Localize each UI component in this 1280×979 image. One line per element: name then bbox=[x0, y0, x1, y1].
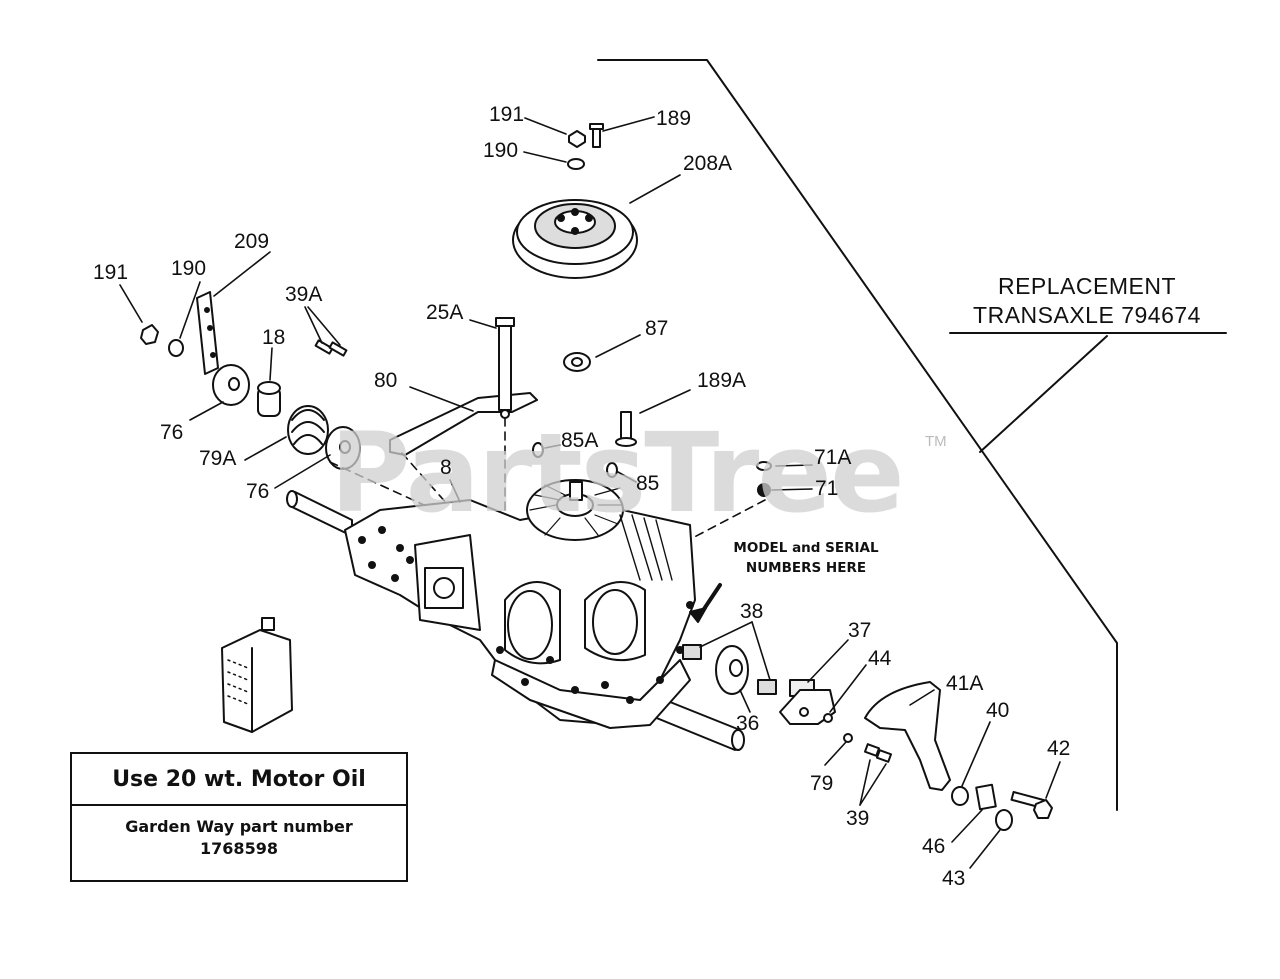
callout-38[interactable]: 38 bbox=[740, 600, 764, 623]
pulley-part bbox=[512, 199, 638, 279]
watermark-trademark: TM bbox=[925, 433, 947, 450]
callout-40[interactable]: 40 bbox=[986, 699, 1010, 722]
callout-85[interactable]: 85 bbox=[636, 472, 660, 495]
callout-87[interactable]: 87 bbox=[645, 317, 669, 340]
oil-note-box: Use 20 wt. Motor Oil Garden Way part num… bbox=[70, 752, 408, 882]
brake-parts bbox=[682, 644, 1053, 831]
callout-25a[interactable]: 25A bbox=[426, 301, 464, 324]
callout-18[interactable]: 18 bbox=[262, 326, 286, 349]
replacement-line2: TRANSAXLE 794674 bbox=[973, 302, 1201, 328]
oil-bottle-icon bbox=[221, 617, 293, 733]
callout-191-left[interactable]: 191 bbox=[93, 261, 129, 284]
left-linkage-parts bbox=[140, 291, 361, 470]
callout-46[interactable]: 46 bbox=[922, 835, 946, 858]
callout-79[interactable]: 79 bbox=[810, 772, 834, 795]
callout-209[interactable]: 209 bbox=[234, 230, 270, 253]
oil-note-subtitle: Garden Way part number bbox=[125, 817, 353, 836]
callout-208a[interactable]: 208A bbox=[683, 152, 733, 175]
replacement-leader bbox=[979, 335, 1108, 453]
callout-8[interactable]: 8 bbox=[440, 456, 452, 479]
model-note-line2: NUMBERS HERE bbox=[745, 560, 867, 576]
watermark-logo: PartsTree bbox=[330, 409, 905, 537]
callout-190[interactable]: 190 bbox=[483, 139, 519, 162]
callout-189[interactable]: 189 bbox=[656, 107, 692, 130]
callout-191[interactable]: 191 bbox=[489, 103, 525, 126]
replacement-line1: REPLACEMENT bbox=[997, 273, 1177, 299]
replacement-transaxle-label: REPLACEMENT TRANSAXLE 794674 bbox=[952, 272, 1222, 330]
top-hardware bbox=[567, 123, 604, 170]
callout-76-b[interactable]: 76 bbox=[246, 480, 270, 503]
replacement-boundary-line bbox=[597, 59, 1118, 811]
callout-76-a[interactable]: 76 bbox=[160, 421, 184, 444]
callout-37[interactable]: 37 bbox=[848, 619, 872, 642]
callout-36[interactable]: 36 bbox=[736, 712, 760, 735]
oil-note-title: Use 20 wt. Motor Oil bbox=[72, 754, 406, 806]
oil-part-number: 1768598 bbox=[200, 839, 278, 858]
leader-lines bbox=[119, 116, 1061, 869]
callout-190-left[interactable]: 190 bbox=[171, 257, 207, 280]
callout-85a[interactable]: 85A bbox=[561, 429, 599, 452]
callout-189a[interactable]: 189A bbox=[697, 369, 747, 392]
callout-41a[interactable]: 41A bbox=[946, 672, 984, 695]
callout-80[interactable]: 80 bbox=[374, 369, 398, 392]
callout-43[interactable]: 43 bbox=[942, 867, 966, 890]
callout-71[interactable]: 71 bbox=[815, 477, 839, 500]
callout-79a[interactable]: 79A bbox=[199, 447, 237, 470]
model-serial-note: MODEL and SERIAL NUMBERS HERE bbox=[712, 538, 900, 582]
callout-44[interactable]: 44 bbox=[868, 647, 892, 670]
callout-71a[interactable]: 71A bbox=[814, 446, 852, 469]
transaxle-housing bbox=[344, 479, 696, 729]
bracket-and-bolt bbox=[389, 317, 538, 456]
callout-39a[interactable]: 39A bbox=[285, 283, 323, 306]
model-note-line1: MODEL and SERIAL bbox=[733, 540, 879, 556]
callout-42[interactable]: 42 bbox=[1047, 737, 1071, 760]
callout-39[interactable]: 39 bbox=[846, 807, 870, 830]
